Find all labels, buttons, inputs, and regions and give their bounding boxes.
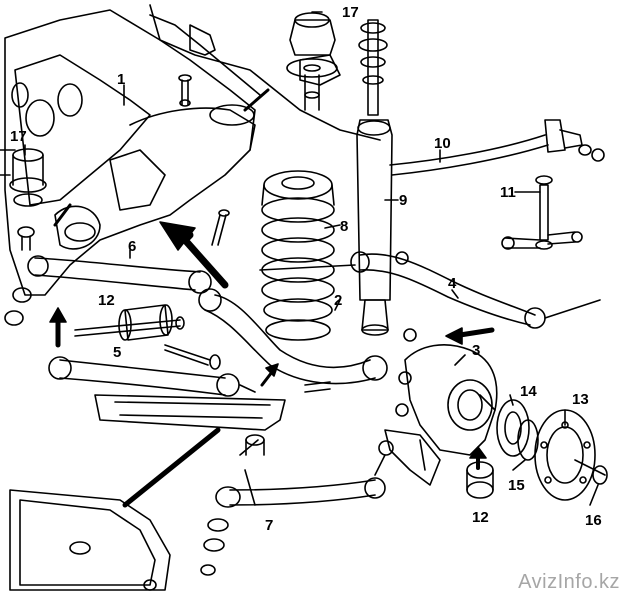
top-mount-left [9, 148, 47, 251]
control-arm-2 [198, 288, 388, 385]
callout-13: 13 [572, 391, 589, 408]
control-arm-5 [48, 356, 256, 397]
control-arm-7 [215, 439, 394, 508]
cover-plate [9, 394, 286, 591]
bolt-near-5 [164, 344, 221, 370]
callout-2: 2 [334, 292, 342, 309]
shock-absorber [356, 19, 393, 336]
stabilizer-bar [389, 119, 592, 250]
wheel-carrier [384, 344, 498, 486]
callout-4: 4 [448, 275, 457, 292]
direction-arrows [49, 88, 495, 508]
callout-labels: 1 2 3 4 5 6 7 8 9 10 11 12 12 13 14 15 1… [10, 4, 602, 534]
callout-12b: 12 [472, 509, 489, 526]
body-outline [149, 4, 381, 141]
callout-1: 1 [117, 71, 125, 88]
bolt-bushing-12-left [74, 304, 185, 341]
control-arm-6 [4, 255, 212, 326]
callout-5: 5 [113, 344, 121, 361]
callout-8: 8 [340, 218, 348, 235]
fasteners [178, 74, 605, 393]
callout-7: 7 [265, 517, 273, 534]
bushing-stack [200, 434, 265, 576]
callout-12a: 12 [98, 292, 115, 309]
control-arm-4 [259, 251, 601, 329]
callout-17b: 17 [10, 128, 27, 145]
callout-3: 3 [472, 342, 480, 359]
callout-10: 10 [434, 135, 451, 152]
callout-17a: 17 [342, 4, 359, 21]
top-mount-right [286, 12, 338, 111]
callout-leaders [24, 11, 599, 506]
subframe [0, 9, 261, 296]
callout-16: 16 [585, 512, 602, 529]
callout-6: 6 [128, 238, 136, 255]
coil-spring [261, 170, 335, 341]
callout-9: 9 [399, 192, 407, 209]
callout-14: 14 [520, 383, 537, 400]
callout-11: 11 [500, 184, 516, 201]
watermark: AvizInfo.kz [518, 571, 620, 593]
callout-15: 15 [508, 477, 525, 494]
